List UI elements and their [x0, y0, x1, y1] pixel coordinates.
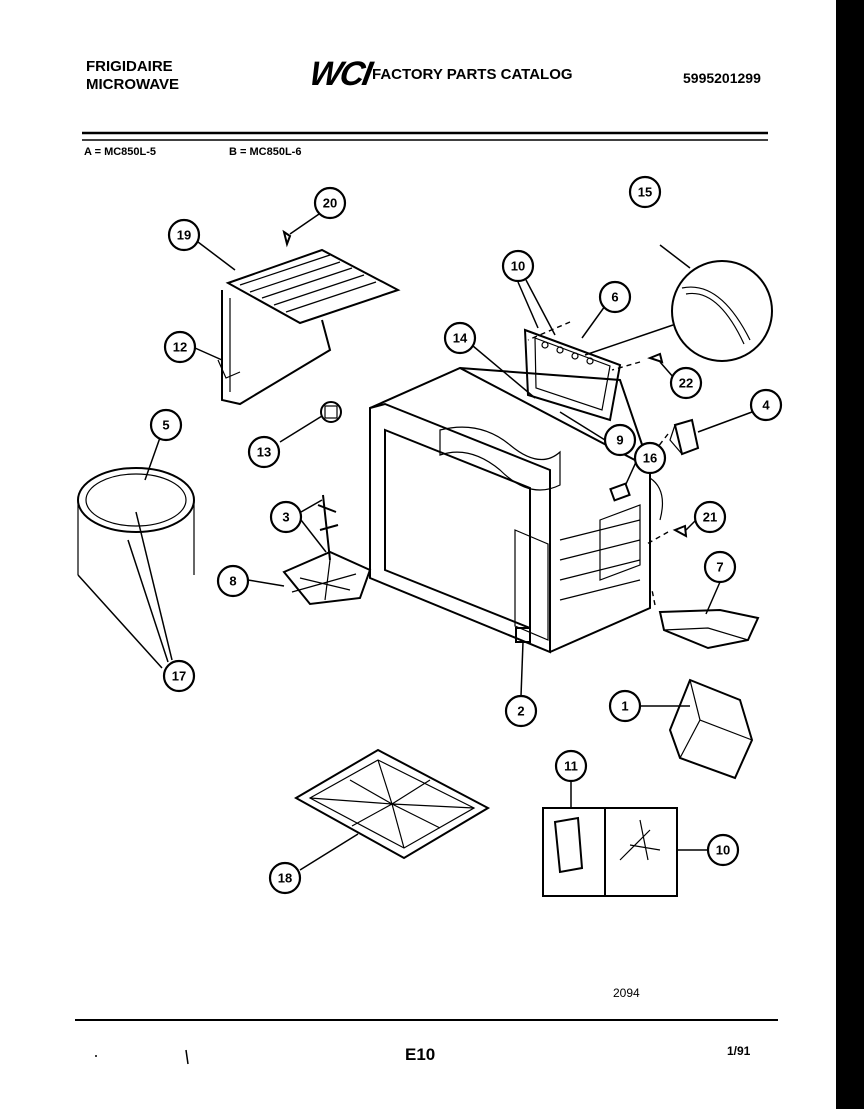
part-wire-harness-detail [584, 244, 773, 362]
brand-name: FRIGIDAIRE MICROWAVE [86, 58, 179, 94]
figure-number: 2094 [613, 986, 640, 1000]
callout-label: 14 [453, 331, 468, 346]
callout-label: 18 [278, 871, 292, 886]
part-side-bracket [669, 418, 700, 456]
callout-label: 1 [621, 699, 628, 714]
parts-catalog-sheet [0, 0, 836, 1109]
callout-label: 10 [716, 843, 730, 858]
part-screw-top [282, 229, 292, 248]
callout-20: 20 [313, 186, 347, 220]
callout-label: 19 [177, 228, 191, 243]
part-latch-box [542, 807, 678, 897]
callout-label: 16 [643, 451, 657, 466]
part-top-cover [217, 248, 401, 406]
callout-label: 20 [323, 196, 337, 211]
part-control-bracket [523, 328, 622, 422]
callout-leaders [144, 211, 753, 871]
callout-label: 3 [282, 510, 289, 525]
callout-label: 17 [172, 669, 186, 684]
part-air-guide [668, 678, 754, 780]
callout-21: 21 [693, 500, 727, 534]
callout-label: 10 [511, 259, 525, 274]
model-a-label: A = MC850L-5 [84, 146, 157, 158]
callout-17: 17 [162, 659, 196, 693]
callout-11: 11 [554, 749, 588, 783]
callout-label: 12 [173, 340, 187, 355]
part-stirrer-shaft [317, 494, 339, 561]
callout-label: 15 [638, 185, 652, 200]
page-id: E10 [405, 1045, 436, 1064]
catalog-number: 5995201299 [683, 70, 761, 86]
brand-line-1: FRIGIDAIRE [86, 58, 173, 75]
part-screw-side [672, 524, 688, 538]
callout-22: 22 [669, 366, 703, 400]
callout-label: 4 [762, 398, 770, 413]
callout-label: 5 [162, 418, 169, 433]
callout-14: 14 [443, 321, 477, 355]
callout-label: 8 [229, 574, 236, 589]
callout-15: 15 [628, 175, 662, 209]
callout-label: 7 [716, 560, 723, 575]
callout-8: 8 [216, 564, 250, 598]
callout-7: 7 [703, 550, 737, 584]
speck-mark [185, 1049, 189, 1065]
callout-label: 11 [564, 759, 578, 774]
callout-4: 4 [749, 388, 783, 422]
part-connector [609, 477, 663, 521]
callout-10-top: 10 [501, 249, 535, 283]
callout-label: 22 [679, 376, 693, 391]
part-fan-blade [282, 550, 372, 606]
callout-label: 2 [517, 704, 524, 719]
callout-16: 16 [633, 441, 667, 475]
callout-18: 18 [268, 861, 302, 895]
part-turntable-ring [77, 467, 195, 575]
speck [95, 1055, 97, 1057]
catalog-date: 1/91 [727, 1044, 751, 1058]
part-switch [320, 401, 342, 423]
callout-12: 12 [163, 330, 197, 364]
brand-line-2: MICROWAVE [86, 76, 180, 93]
catalog-title: FACTORY PARTS CATALOG [372, 66, 573, 83]
callout-label: 6 [611, 290, 618, 305]
callout-10-bottom: 10 [706, 833, 740, 867]
model-b-label: B = MC850L-6 [229, 146, 302, 158]
callout-19: 19 [167, 218, 201, 252]
callout-label: 21 [703, 510, 717, 525]
callout-label: 13 [257, 445, 271, 460]
callout-2: 2 [504, 694, 538, 728]
callout-1: 1 [608, 689, 642, 723]
part-screw-bracket [647, 352, 664, 364]
callout-13: 13 [247, 435, 281, 469]
callout-6: 6 [598, 280, 632, 314]
callout-3: 3 [269, 500, 303, 534]
part-oven-cavity [369, 366, 651, 654]
part-air-duct [658, 608, 760, 650]
callout-9: 9 [603, 423, 637, 457]
callout-label: 9 [616, 433, 623, 448]
exploded-parts-diagram: 20 19 12 5 13 3 8 17 10 6 14 15 22 4 9 1… [75, 131, 783, 1065]
part-roller-leaders [77, 511, 173, 669]
part-glass-tray [293, 748, 491, 860]
callout-5: 5 [149, 408, 183, 442]
